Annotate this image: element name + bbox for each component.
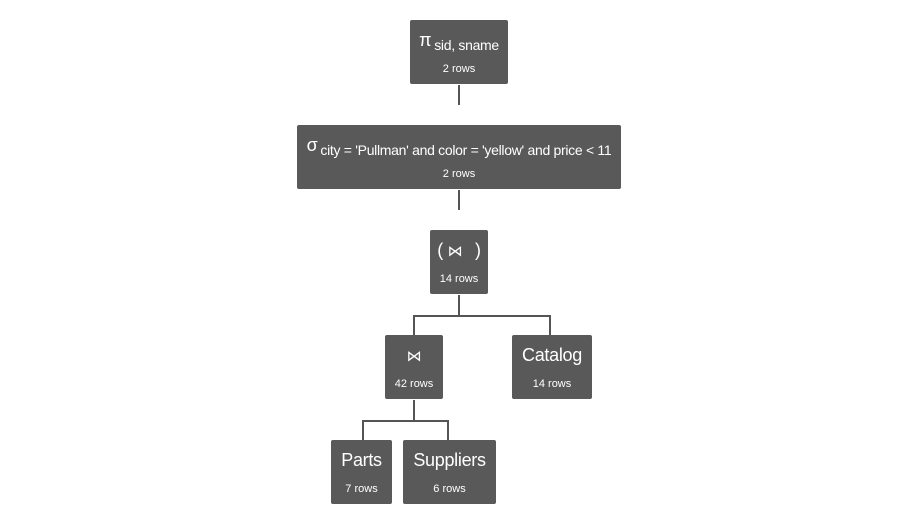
selection-condition: city = 'Pullman' and color = 'yellow' an… — [320, 142, 612, 158]
parts-row-count: 7 rows — [345, 483, 378, 495]
outer-join-row-count: 14 rows — [439, 273, 479, 285]
projection-attributes: sid, sname — [434, 37, 499, 53]
catalog-label: Catalog — [522, 345, 582, 365]
join-icon: ⋈ — [447, 243, 463, 260]
sigma-symbol: σ — [306, 135, 318, 155]
edge-outerjoin-children — [413, 295, 551, 336]
catalog-row-count: 14 rows — [532, 378, 572, 390]
open-paren: ( — [437, 240, 443, 260]
suppliers-label: Suppliers — [413, 450, 486, 470]
inner-join-title: ⋈ — [385, 345, 443, 366]
selection-row-count: 2 rows — [442, 168, 476, 180]
inner-join-node[interactable]: ⋈ 42 rows — [385, 335, 443, 399]
parts-label: Parts — [341, 450, 382, 470]
close-paren: ) — [475, 240, 481, 260]
parts-node[interactable]: Parts 7 rows — [331, 440, 392, 504]
join-icon: ⋈ — [406, 348, 422, 365]
projection-row-count: 2 rows — [442, 63, 476, 75]
outer-join-title: ( ⋈ ) — [430, 240, 488, 261]
catalog-node[interactable]: Catalog 14 rows — [512, 335, 592, 399]
suppliers-row-count: 6 rows — [433, 483, 466, 495]
edge-innerjoin-children — [362, 400, 449, 441]
outer-join-node[interactable]: ( ⋈ ) 14 rows — [430, 230, 488, 294]
suppliers-node[interactable]: Suppliers 6 rows — [403, 440, 496, 504]
pi-symbol: π — [419, 30, 432, 50]
inner-join-row-count: 42 rows — [394, 378, 434, 390]
